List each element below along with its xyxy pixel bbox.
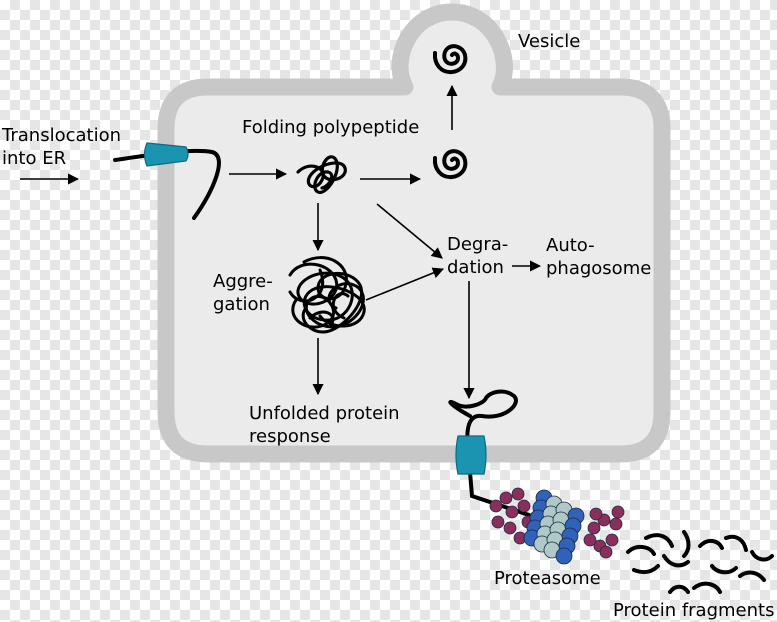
proteasome-cap-bead xyxy=(609,517,623,531)
folding-polypeptide-label: Folding polypeptide xyxy=(242,117,420,138)
proteasome-cap-bead xyxy=(503,521,517,535)
proteasome-cap-bead xyxy=(491,515,505,529)
proteasome-cap-bead xyxy=(489,499,503,513)
proteasome-cap-bead xyxy=(599,545,613,559)
degradation-label: Degra- dation xyxy=(447,234,509,278)
proteasome-cap-bead xyxy=(583,533,597,547)
proteasome-cap-bead xyxy=(505,505,519,519)
upr-label: Unfolded protein response xyxy=(249,403,400,447)
aggregation-label: Aggre- gation xyxy=(213,271,273,315)
translocation-label: Translocation into ER xyxy=(2,125,121,169)
folded-spiral-icon xyxy=(432,149,468,180)
proteasome-label: Proteasome xyxy=(494,568,601,589)
proteasome-cap-bead xyxy=(511,487,525,501)
proteasome-cap-bead xyxy=(587,521,601,535)
autophagosome-label: Auto- phagosome xyxy=(546,235,652,279)
vesicle-spiral-icon xyxy=(432,44,468,75)
retro-channel-icon xyxy=(455,435,487,475)
proteasome-cap-bead xyxy=(605,533,619,547)
proteasome-core-bead xyxy=(555,547,573,565)
translocating-chain xyxy=(113,142,221,220)
retrotranslocating-chain xyxy=(448,389,540,520)
proteasome-cap-bead xyxy=(589,507,603,521)
proteasome-cap-bead xyxy=(611,505,625,519)
er-membrane xyxy=(157,3,671,463)
folding-polypeptide-icon xyxy=(296,155,347,194)
protein-fragments-label: Protein fragments xyxy=(613,600,775,621)
arrow-aggregation-to-degradation xyxy=(365,267,445,301)
aggregation-tangle-icon xyxy=(288,256,366,334)
translocon-channel-icon xyxy=(143,142,189,167)
er-compartment xyxy=(157,3,671,463)
arrow-folding-to-degradation xyxy=(376,203,443,259)
proteasome-cap-bead xyxy=(517,499,531,513)
protein-fragments-icon xyxy=(626,530,774,594)
proteasome-icon xyxy=(489,487,625,565)
vesicle-label: Vesicle xyxy=(518,31,581,52)
arrows xyxy=(20,84,542,400)
proteasome-cap-bead xyxy=(499,491,513,505)
